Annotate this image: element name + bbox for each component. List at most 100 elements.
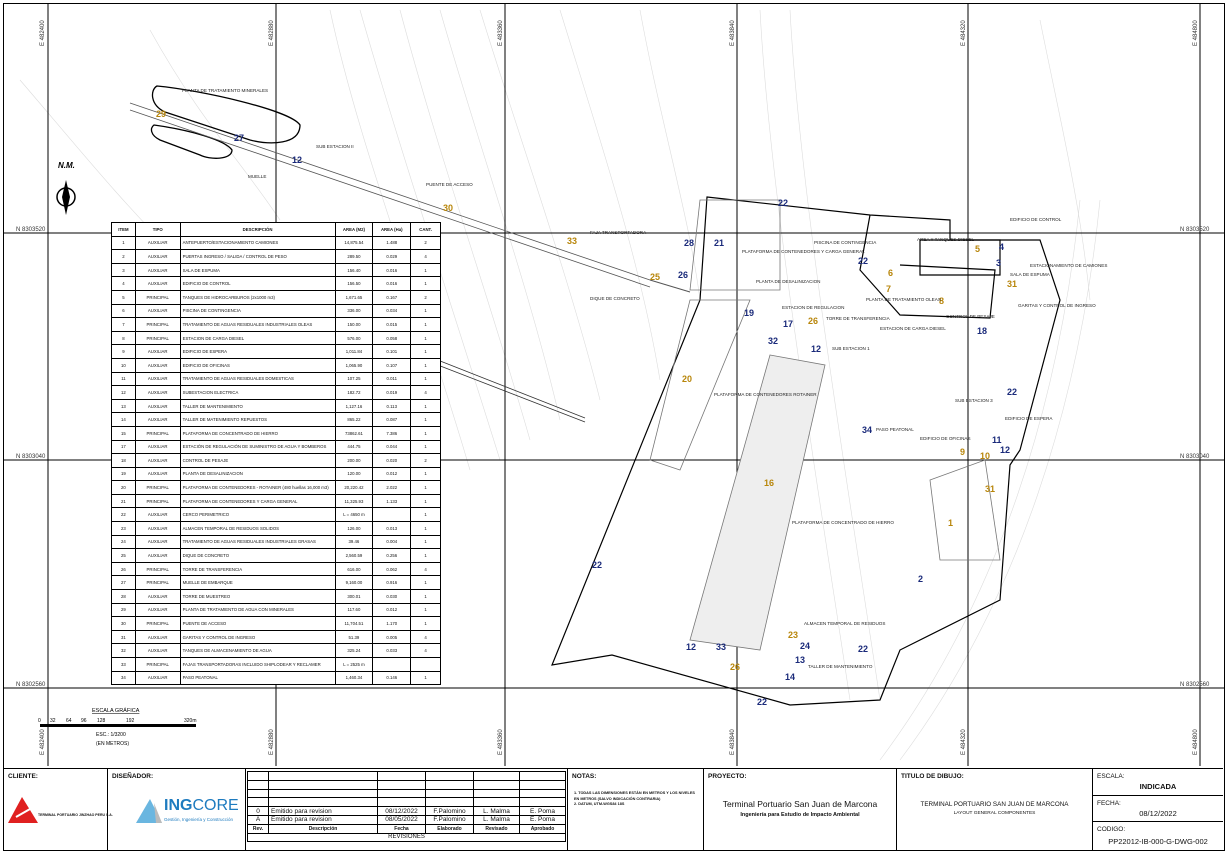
project-subtitle: Ingeniería para Estudio de Impacto Ambie…: [740, 812, 860, 818]
rev-col-header: Rev.: [247, 823, 269, 834]
map-callouts: 29 27 12 30 33 25 26 28 21 22 22 19 17 2…: [156, 109, 1017, 707]
map-label: TALLER DE MANTENIMIENTO: [808, 664, 873, 669]
map-label: PASO PEATONAL: [876, 427, 914, 432]
description-cell: PLANTA DE TRATAMIENTO DE AGUA CON MINERA…: [179, 602, 336, 618]
callout-22: 22: [1007, 387, 1017, 397]
description-cell: MUELLE DE EMBARQUE: [179, 575, 336, 591]
logo-core: CORE: [192, 797, 239, 814]
description-cell: TANQUES DE ALMACENAMIENTO DE AGUA: [179, 643, 336, 658]
area-ha-cell: 0.016: [372, 276, 412, 291]
col-header: CANT.: [410, 222, 441, 237]
quantity-cell: 1: [410, 439, 441, 455]
callout-28: 28: [684, 238, 694, 248]
map-label: FAJA TRANSPORTADORA: [590, 230, 647, 235]
callout-33: 33: [567, 236, 577, 246]
description-cell: PUERTAS INGRESO / SALIDA / CONTROL DE PE…: [179, 249, 336, 264]
description-cell: DIQUE DE CONCRETO: [179, 548, 336, 563]
quantity-cell: 4: [410, 643, 441, 658]
map-label: TORRE DE TRANSFERENCIA: [826, 316, 891, 321]
callout-11: 11: [992, 435, 1002, 445]
note-1: 1. TODAS LAS DIMENSIONES ESTÁN EN METROS…: [574, 791, 695, 801]
logo-subtitle: Gestión, Ingeniería y Construcción: [164, 817, 234, 822]
map-label: DIQUE DE CONCRETO: [590, 296, 640, 301]
area-m2-cell: 336.00: [334, 303, 374, 319]
easting-label: E 483840: [730, 729, 736, 755]
map-label: GARITAS Y CONTROL DE INGRESO: [1018, 303, 1096, 308]
easting-label: E 484800: [1193, 729, 1199, 755]
type-cell: AUXILIAR: [134, 629, 181, 645]
northing-label: N 8303520: [16, 227, 46, 233]
callout-22: 22: [592, 560, 602, 570]
notes-label: NOTAS:: [572, 773, 597, 780]
area-m2-cell: 1,065.90: [334, 357, 374, 373]
description-cell: PASO PEATONAL: [179, 670, 336, 686]
rev-col-header: Elaborado: [425, 823, 474, 834]
area-ha-cell: 0.019: [372, 385, 412, 400]
type-cell: AUXILIAR: [134, 276, 181, 291]
callout-23: 23: [788, 630, 798, 640]
drawing-title-label: TITULO DE DIBUJO:: [901, 773, 964, 780]
type-cell: AUXILIAR: [134, 398, 181, 414]
client-logo-icon: [8, 797, 38, 823]
rev-col-header: Revisado: [473, 823, 520, 834]
description-cell: GARITAS Y CONTROL DE INGRESO: [179, 629, 336, 645]
scale-units: (EN METROS): [96, 741, 129, 747]
easting-label: E 482880: [269, 20, 275, 46]
quantity-cell: 1: [410, 616, 441, 631]
area-m2-cell: L = 4650 m: [334, 507, 374, 523]
quantity-cell: 2: [410, 453, 441, 468]
area-ha-cell: 0.916: [372, 575, 412, 591]
item-cell: 28: [111, 589, 136, 604]
description-cell: TANQUES DE HIDROCARBUROS (2x1000 m3): [179, 289, 336, 305]
map-labels: PLANTA DE TRATAMIENTO MINERALES SUB ESTA…: [182, 88, 1107, 669]
item-cell: 12: [111, 385, 136, 400]
quantity-cell: [410, 657, 441, 672]
revision-cell: E. Poma: [519, 814, 566, 825]
item-cell: 15: [111, 425, 136, 441]
area-m2-cell: 126.00: [334, 521, 374, 536]
revision-cell: 0: [247, 806, 269, 816]
type-cell: PRINCIPAL: [134, 657, 181, 672]
area-m2-cell: 325.24: [334, 643, 374, 658]
item-cell: 21: [111, 493, 136, 509]
map-label: SALA DE ESPUMA: [1010, 272, 1051, 277]
map-label: SUB ESTACION II: [316, 144, 354, 149]
item-cell: 27: [111, 575, 136, 591]
item-cell: 32: [111, 643, 136, 658]
callout-22: 22: [757, 697, 767, 707]
revision-cell: 08/12/2022: [377, 806, 426, 816]
area-m2-cell: 576.00: [334, 330, 374, 346]
contours: [19, 9, 1101, 761]
description-cell: TRATAMIENTO DE AGUAS RESIDUALES INDUSTRI…: [179, 317, 336, 332]
description-cell: TRATAMIENTO DE AGUAS RESIDUALES DOMESTIC…: [179, 371, 336, 387]
type-cell: AUXILIAR: [134, 548, 181, 563]
type-cell: AUXILIAR: [134, 249, 181, 264]
callout-12: 12: [1000, 445, 1010, 455]
callout-22: 22: [858, 256, 868, 266]
north-arrow-icon: N.M.: [56, 161, 76, 215]
type-cell: PRINCIPAL: [134, 616, 181, 631]
item-cell: 17: [111, 439, 136, 455]
area-m2-cell: 182.72: [334, 385, 374, 400]
callout-24: 24: [800, 641, 810, 651]
quantity-cell: 4: [410, 561, 441, 577]
area-m2-cell: 150.00: [334, 317, 374, 332]
project-name: Terminal Portuario San Juan de Marcona: [722, 799, 878, 809]
north-label: N.M.: [58, 161, 75, 170]
type-cell: AUXILIAR: [134, 507, 181, 523]
description-cell: PUENTE DE ACCESO: [179, 616, 336, 631]
scale-value: INDICADA: [1139, 782, 1177, 791]
code-label: CODIGO:: [1097, 826, 1126, 833]
drawing-title-cell: TITULO DE DIBUJO: TERMINAL PORTUARIO SAN…: [897, 769, 1093, 851]
area-m2-cell: 39.46: [334, 534, 374, 550]
